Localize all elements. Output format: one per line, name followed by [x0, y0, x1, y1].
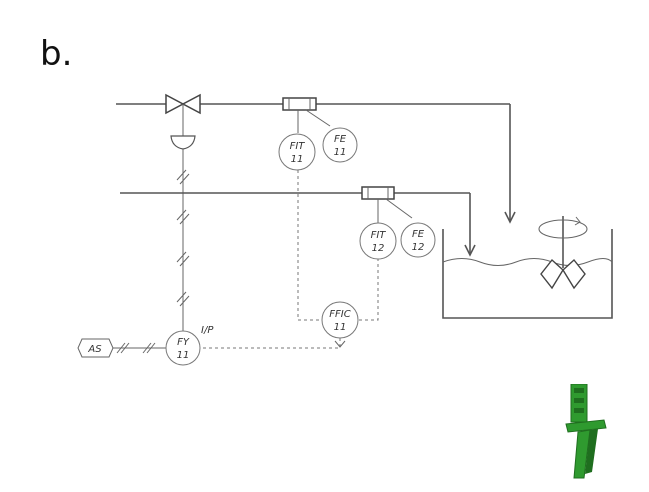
top-process-line: [116, 103, 516, 224]
fe-12-tag: FE: [412, 229, 425, 240]
ffic-11-tag: FFIC: [329, 309, 350, 320]
fe-12-bubble: FE 12: [400, 222, 436, 258]
fit-12-tag: FIT: [371, 230, 387, 241]
fit-12-number: 12: [372, 243, 385, 254]
fit-11-tag: FIT: [290, 141, 306, 152]
fe-12-number: 12: [412, 242, 425, 253]
agitator-icon: [538, 216, 588, 290]
flow-element-second-icon: [361, 186, 395, 200]
tank-icon: [442, 229, 613, 319]
flow-element-top-icon: [282, 97, 317, 111]
second-process-line: [120, 192, 476, 257]
as-supply-label: AS: [87, 344, 102, 355]
panel-label: b.: [40, 34, 73, 74]
signal-lines-dashed: [198, 170, 379, 349]
ffic-11-bubble: FFIC 11: [321, 301, 359, 339]
fit-11-bubble: FIT 11: [278, 133, 316, 171]
air-supply-line: [110, 342, 168, 354]
as-supply-box: AS: [77, 338, 114, 358]
control-valve-icon: [165, 93, 201, 150]
fy-11-number: 11: [177, 350, 190, 361]
fy-11-note: I/P: [201, 325, 214, 336]
ffic-11-number: 11: [334, 322, 347, 333]
fe-11-bubble: FE 11: [322, 127, 358, 163]
valve-signal-line: [176, 149, 190, 334]
fy-11-bubble: FY 11 I/P: [165, 325, 214, 366]
fit-11-number: 11: [291, 154, 304, 165]
fit-12-bubble: FIT 12: [359, 222, 397, 260]
fy-11-tag: FY: [177, 337, 190, 348]
fe-11-tag: FE: [334, 134, 347, 145]
green-logo-icon: [565, 384, 607, 479]
instrument-connections: [297, 109, 413, 224]
fe-11-number: 11: [334, 147, 347, 158]
